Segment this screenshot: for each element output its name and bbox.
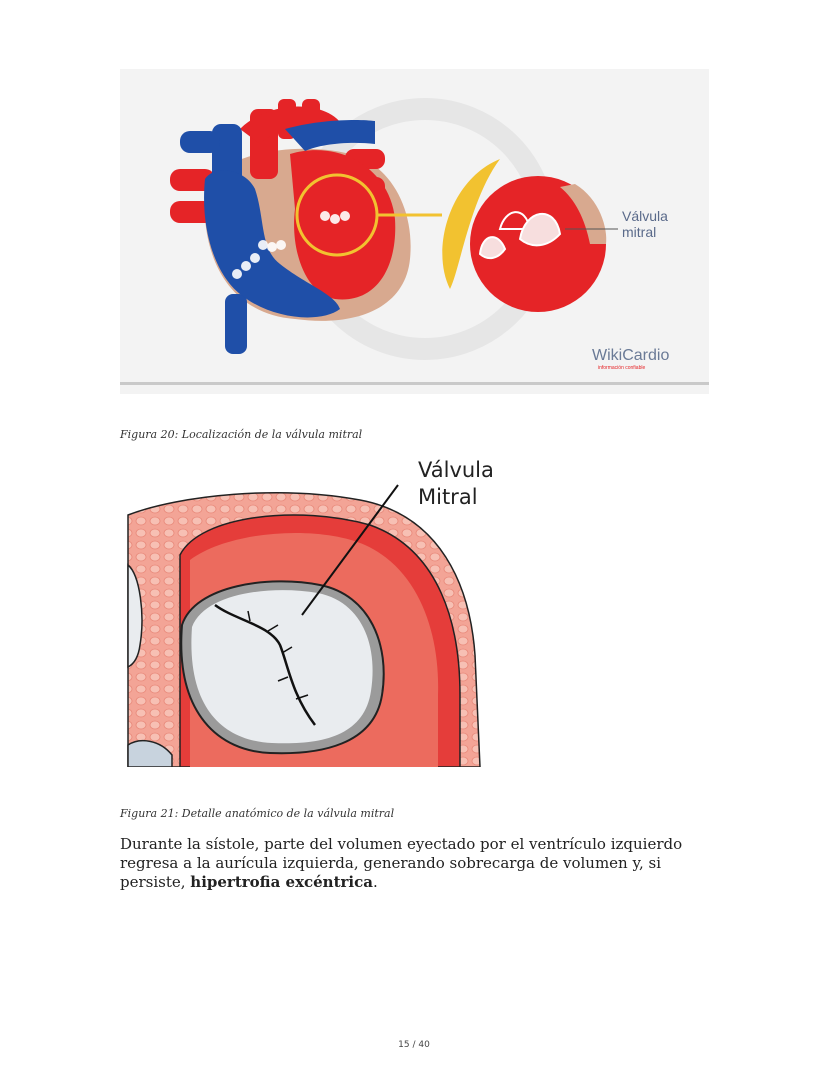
heart-location-figure: Válvula mitral WikiCardio información co… <box>120 69 709 394</box>
mitral-valve-callout: Válvula Mitral <box>418 458 501 509</box>
right-heart-chambers <box>204 170 340 318</box>
callout-line <box>301 484 399 616</box>
valve-leaflets-small <box>232 211 350 279</box>
left-heart-chambers <box>290 150 396 300</box>
mitral-valve-label: Válvula mitral <box>622 208 672 240</box>
figure-21-caption: Figura 21: Detalle anatómico de la válvu… <box>120 807 395 820</box>
wikicardio-tagline: información confiable <box>598 365 645 371</box>
body-paragraph: Durante la sístole, parte del volumen ey… <box>120 835 710 892</box>
paragraph-bold-term: hipertrofia excéntrica <box>190 873 373 891</box>
mitral-valve-detail-figure: Válvula Mitral <box>120 455 505 767</box>
paragraph-text: Durante la sístole, parte del volumen ey… <box>120 835 683 891</box>
wikicardio-logo: WikiCardio <box>592 347 669 364</box>
figure-20-caption: Figura 20: Localización de la válvula mi… <box>120 428 363 441</box>
page-number: 15 / 40 <box>398 1040 430 1050</box>
paragraph-end: . <box>372 873 378 891</box>
highlight-bracket <box>442 159 500 289</box>
